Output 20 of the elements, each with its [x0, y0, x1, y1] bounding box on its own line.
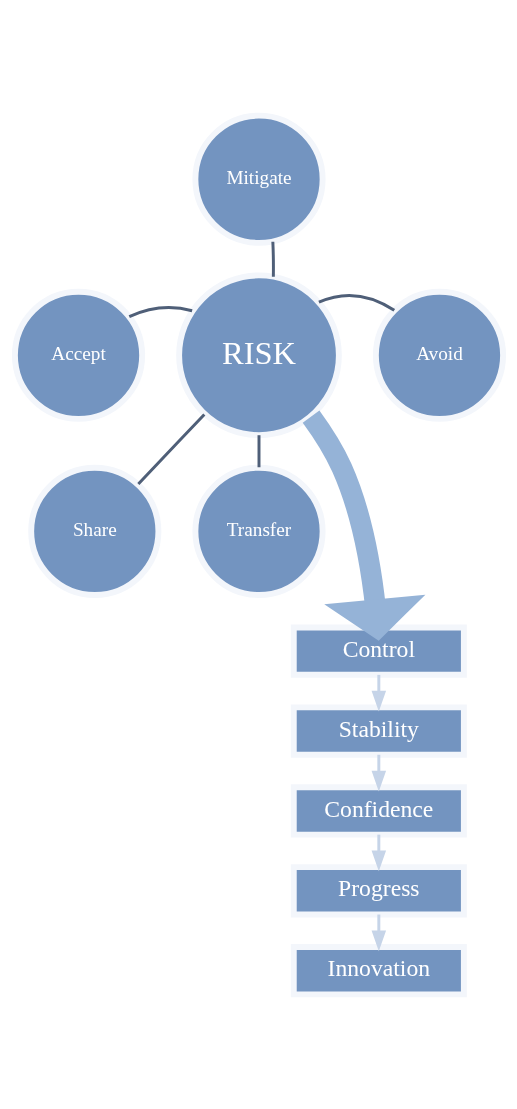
node-circle: Share — [27, 464, 161, 598]
connector — [136, 412, 205, 485]
node-box: Progress — [290, 863, 467, 917]
node-box: Control — [290, 624, 467, 678]
node-circle: Transfer — [191, 464, 326, 598]
node-box: Stability — [290, 703, 467, 758]
node-box: Confidence — [290, 783, 467, 838]
arrow — [371, 674, 386, 712]
connector — [128, 305, 192, 318]
node-circle: Avoid — [372, 288, 506, 422]
connector — [257, 434, 260, 467]
arrow — [302, 409, 425, 641]
arrow — [371, 754, 386, 791]
arrow — [371, 834, 386, 871]
connector — [317, 293, 395, 312]
node-box: Innovation — [290, 943, 467, 997]
node-circle: Accept — [11, 288, 145, 422]
connector — [270, 241, 275, 277]
node-circle: Mitigate — [191, 112, 326, 246]
node-circle: RISK — [175, 271, 342, 438]
